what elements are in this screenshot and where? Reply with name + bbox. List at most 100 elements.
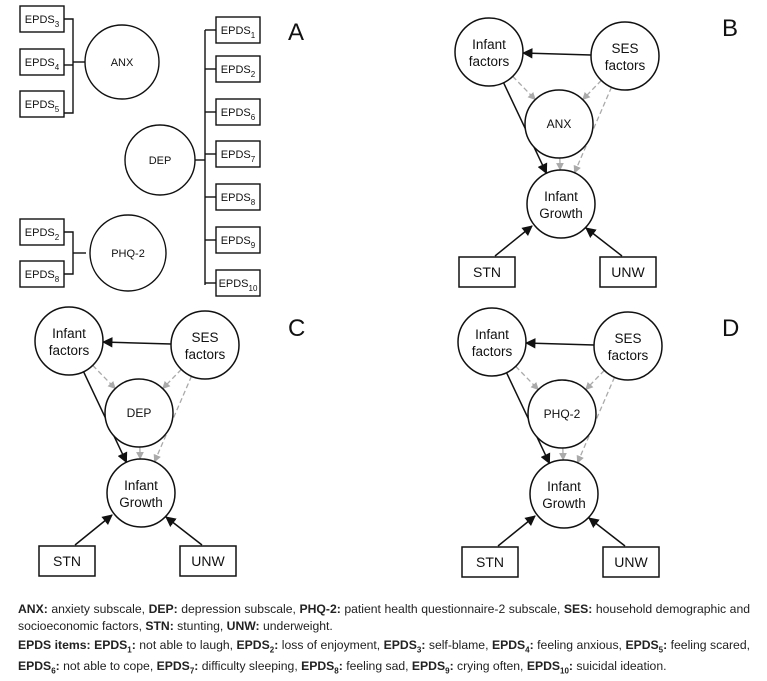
panel-label-a: A — [288, 19, 304, 46]
svg-text:factors: factors — [605, 58, 646, 73]
unw-box: UNW — [179, 545, 237, 577]
anx-item-box: EPDS5 — [19, 90, 65, 118]
svg-text:EPDS3: EPDS3 — [25, 14, 60, 29]
epds-item-entry: EPDS3: self-blame, — [383, 638, 492, 655]
mediator-node: DEP — [104, 378, 174, 448]
svg-text:EPDS2: EPDS2 — [221, 64, 256, 79]
ses-factors-node: SES factors — [170, 310, 240, 380]
epds-item-entry: EPDS5: feeling scared, — [625, 638, 750, 655]
phq-bracket — [64, 231, 86, 275]
abbreviation-legend: ANX: anxiety subscale, DEP: depression s… — [18, 601, 750, 635]
dep-bracket — [195, 30, 206, 285]
epds-items-legend: EPDS items: EPDS1: not able to laugh, EP… — [18, 637, 750, 680]
svg-text:EPDS5: EPDS5 — [25, 99, 60, 114]
svg-text:SES: SES — [191, 330, 218, 345]
svg-text:EPDS4: EPDS4 — [25, 57, 60, 72]
mediator-node: ANX — [524, 89, 594, 159]
phq-item-box: EPDS8 — [19, 260, 65, 288]
svg-text:Growth: Growth — [542, 496, 586, 511]
dep-label: DEP — [149, 155, 172, 167]
svg-text:EPDS7: EPDS7 — [221, 149, 256, 164]
svg-text:factors: factors — [469, 54, 510, 69]
unw-box: UNW — [599, 256, 657, 288]
anx-bracket — [64, 18, 86, 114]
svg-text:Infant: Infant — [52, 326, 86, 341]
anx-item-box: EPDS4 — [19, 48, 65, 76]
dep-item-box: EPDS9 — [215, 226, 261, 254]
epds-item-entry: EPDS1: not able to laugh, — [94, 638, 237, 655]
infant-factors-node: Infant factors — [34, 306, 104, 376]
items-title: EPDS items: — [18, 638, 91, 652]
unw-box: UNW — [602, 546, 660, 578]
epds-item-entry: EPDS9: crying often, — [411, 659, 527, 676]
abbreviation-entry: UNW: underweight. — [226, 619, 333, 633]
dep-item-box: EPDS10 — [215, 269, 261, 297]
svg-text:STN: STN — [473, 264, 501, 280]
svg-text:Infant: Infant — [544, 189, 578, 204]
dep-item-box: EPDS2 — [215, 55, 261, 83]
svg-text:Growth: Growth — [119, 495, 163, 510]
svg-text:EPDS2: EPDS2 — [25, 227, 60, 242]
model-panel-d: InfantfactorsSESfactorsPHQ-2InfantGrowth… — [457, 307, 739, 578]
anx-item-box: EPDS3 — [19, 5, 65, 33]
svg-text:Infant: Infant — [475, 327, 509, 342]
epds-item-entry: EPDS7: difficulty sleeping, — [156, 659, 302, 676]
dep-item-box: EPDS1 — [215, 16, 261, 44]
dep-item-box: EPDS7 — [215, 140, 261, 168]
svg-text:EPDS9: EPDS9 — [221, 235, 256, 250]
svg-text:SES: SES — [614, 331, 641, 346]
stn-box: STN — [461, 546, 519, 578]
anx-node: ANX — [84, 24, 160, 100]
infant-factors-node: Infant factors — [454, 17, 524, 87]
svg-text:EPDS8: EPDS8 — [221, 192, 256, 207]
svg-text:Growth: Growth — [539, 206, 583, 221]
mediator-node: PHQ-2 — [527, 379, 597, 449]
anx-label: ANX — [111, 57, 134, 69]
epds-item-entry: EPDS4: feeling anxious, — [491, 638, 626, 655]
abbreviation-entry: ANX: anxiety subscale, — [18, 602, 149, 616]
phq-item-box: EPDS2 — [19, 218, 65, 246]
panel-label-c: C — [288, 315, 305, 342]
svg-text:Infant: Infant — [124, 478, 158, 493]
epds-item-entry: EPDS10: suicidal ideation. — [526, 659, 667, 676]
svg-text:factors: factors — [185, 347, 226, 362]
stn-box: STN — [458, 256, 516, 288]
svg-text:DEP: DEP — [127, 406, 152, 420]
abbreviation-entry: DEP: depression subscale, — [148, 602, 300, 616]
svg-text:EPDS6: EPDS6 — [221, 107, 256, 122]
svg-text:Infant: Infant — [472, 37, 506, 52]
svg-text:EPDS8: EPDS8 — [25, 269, 60, 284]
svg-text:UNW: UNW — [191, 553, 225, 569]
svg-text:UNW: UNW — [614, 554, 648, 570]
svg-text:Infant: Infant — [547, 479, 581, 494]
dep-item-box: EPDS6 — [215, 98, 261, 126]
ses-factors-node: SES factors — [590, 21, 660, 91]
stn-box: STN — [38, 545, 96, 577]
dep-item-box: EPDS8 — [215, 183, 261, 211]
svg-text:factors: factors — [49, 343, 90, 358]
panel-label-b: B — [722, 15, 738, 42]
epds-item-entry: EPDS6: not able to cope, — [18, 659, 157, 676]
svg-text:factors: factors — [608, 348, 649, 363]
epds-item-entry: EPDS8: feeling sad, — [301, 659, 412, 676]
model-panels: InfantfactorsSESfactorsANXInfantGrowthST… — [34, 15, 739, 578]
svg-text:SES: SES — [611, 41, 638, 56]
panel-label-d: D — [722, 315, 739, 342]
svg-text:factors: factors — [472, 344, 513, 359]
infant-factors-node: Infant factors — [457, 307, 527, 377]
svg-text:PHQ-2: PHQ-2 — [544, 407, 581, 421]
svg-text:EPDS10: EPDS10 — [219, 278, 258, 293]
abbreviation-entry: SES: household demographic and socioecon… — [18, 602, 751, 633]
svg-text:UNW: UNW — [611, 264, 645, 280]
svg-text:EPDS1: EPDS1 — [221, 25, 256, 40]
